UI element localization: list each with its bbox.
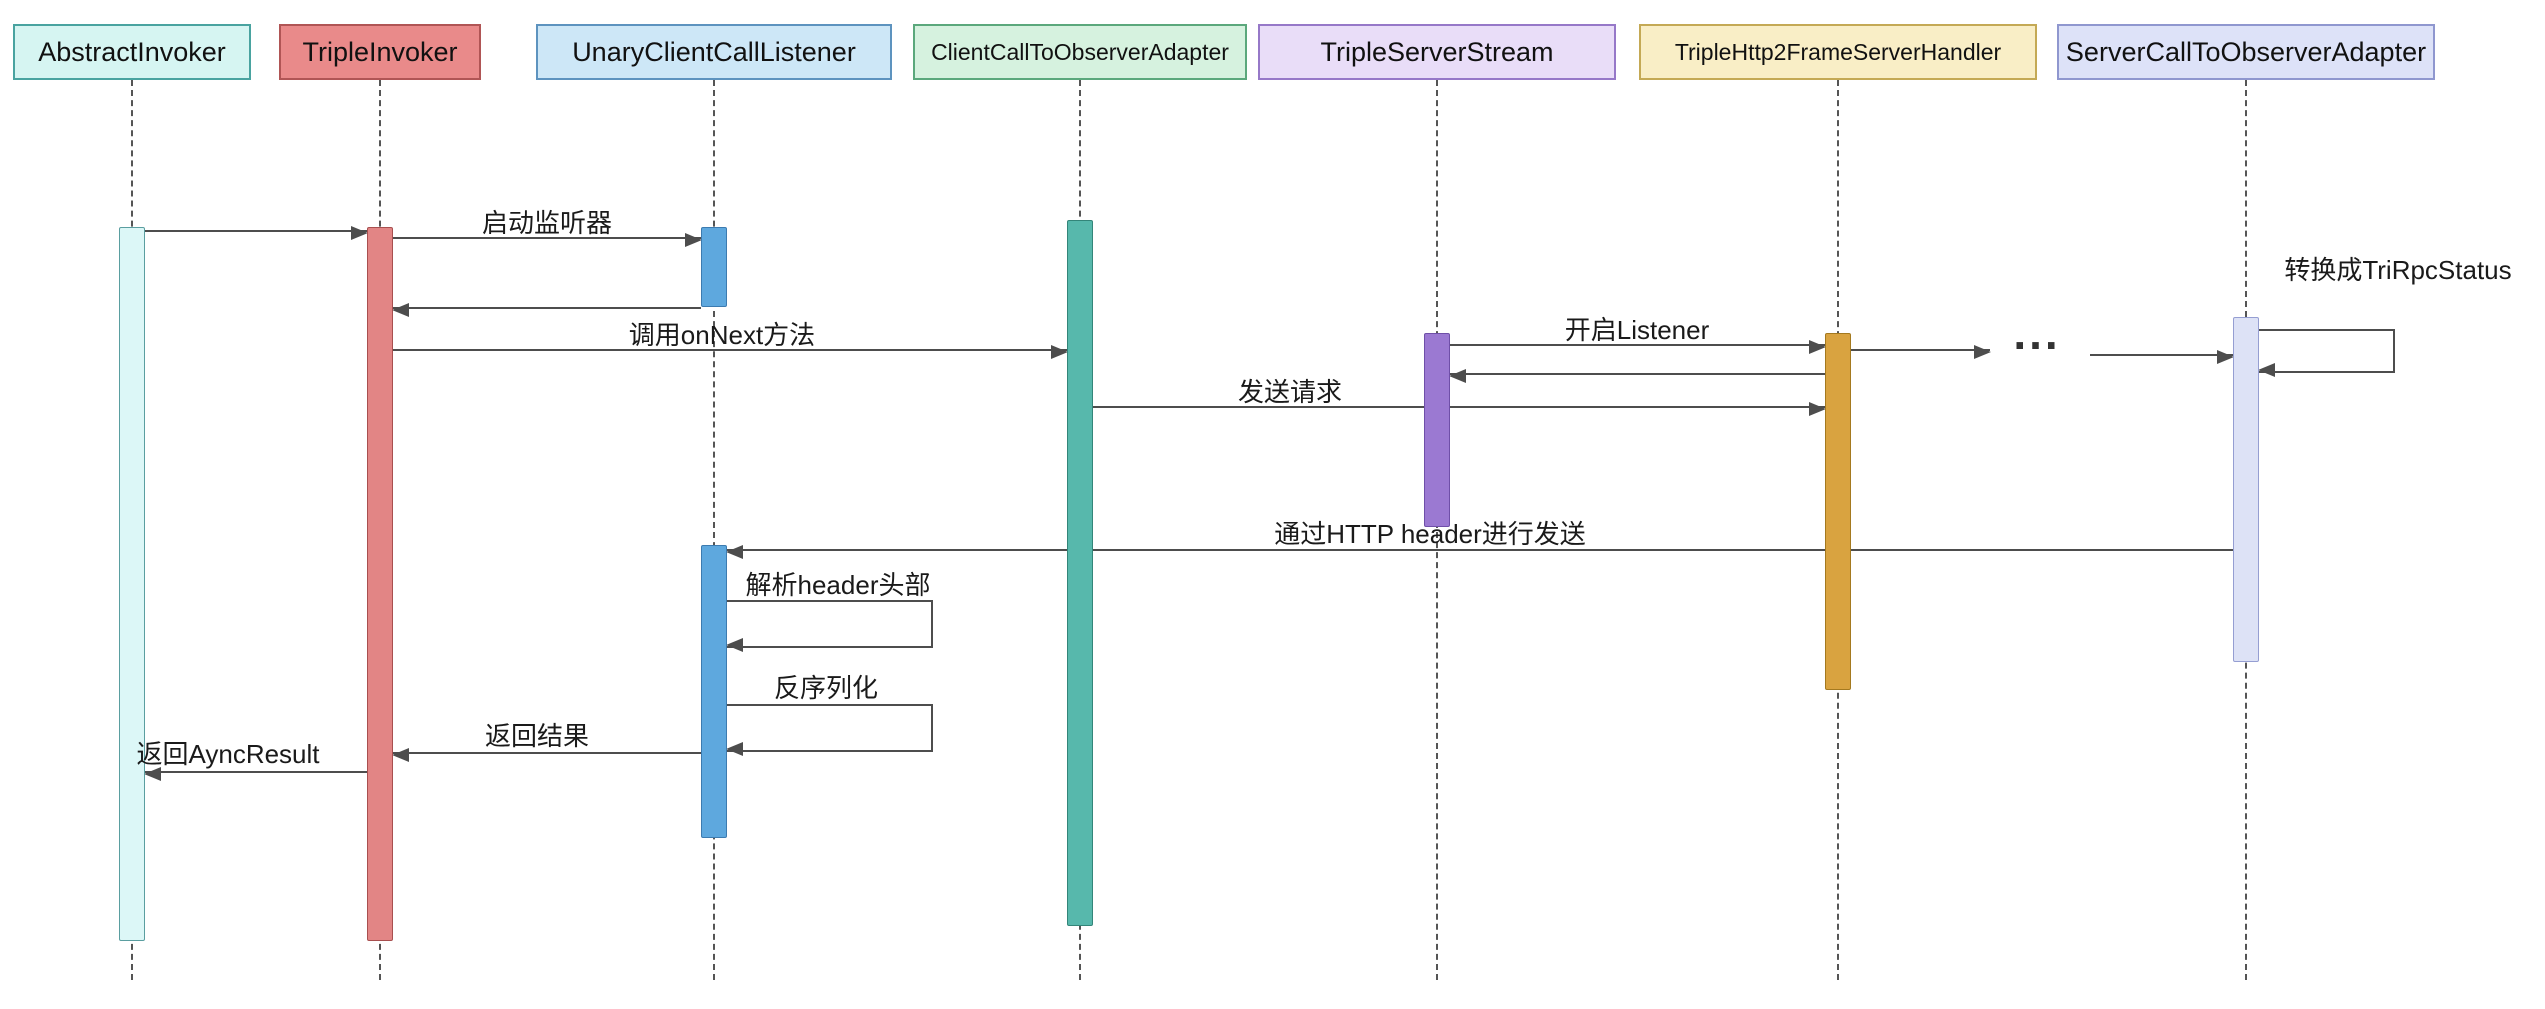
message-arrow-call-onnext bbox=[393, 344, 1068, 359]
arrowhead-icon bbox=[2217, 349, 2234, 364]
message-label-deserialize: 反序列化 bbox=[773, 673, 879, 703]
message-label-return-result: 返回结果 bbox=[484, 721, 590, 751]
lifeline-unary-client-call-listener bbox=[713, 80, 715, 980]
message-arrow-handler-return bbox=[1449, 368, 1825, 383]
arrowhead-icon bbox=[392, 302, 409, 317]
activation-triple-http2-frame-server-handler bbox=[1825, 333, 1851, 690]
arrowhead-icon bbox=[392, 747, 409, 762]
participant-triple-invoker: TripleInvoker bbox=[279, 24, 481, 80]
message-arrow-from-omitted bbox=[2090, 349, 2234, 364]
arrowhead-icon bbox=[1449, 368, 1466, 383]
participant-label: TripleServerStream bbox=[1320, 36, 1554, 67]
message-arrow-to-omitted bbox=[1851, 344, 1991, 359]
participant-server-call-to-observer-adapter: ServerCallToObserverAdapter bbox=[2057, 24, 2435, 80]
participant-abstract-invoker: AbstractInvoker bbox=[13, 24, 251, 80]
activation-triple-server-stream bbox=[1424, 333, 1450, 527]
self-message-loop-deserialize bbox=[726, 704, 933, 756]
participant-triple-http2-frame-server-handler: TripleHttp2FrameServerHandler bbox=[1639, 24, 2037, 80]
arrowhead-icon bbox=[2258, 363, 2275, 377]
arrowhead-icon bbox=[351, 225, 368, 240]
arrowhead-icon bbox=[1809, 339, 1826, 354]
message-arrow-start-listener bbox=[393, 232, 702, 247]
arrowhead-icon bbox=[726, 544, 743, 559]
activation-triple-invoker bbox=[367, 227, 393, 941]
message-arrow-invoke bbox=[145, 225, 368, 240]
message-label-send-request: 发送请求 bbox=[1237, 377, 1343, 407]
participant-label: TripleHttp2FrameServerHandler bbox=[1674, 38, 2002, 65]
self-message-loop-convert-status bbox=[2258, 329, 2395, 377]
message-label-parse-header: 解析header头部 bbox=[745, 570, 931, 600]
message-label-convert-status: 转换成TriRpcStatus bbox=[2284, 255, 2512, 285]
message-arrow-return-async-result bbox=[144, 766, 367, 781]
participant-label: AbstractInvoker bbox=[38, 36, 226, 67]
arrowhead-icon bbox=[1809, 401, 1826, 416]
arrowhead-icon bbox=[685, 232, 702, 247]
arrowhead-icon bbox=[726, 742, 743, 756]
message-label-return-async-result: 返回AyncResult bbox=[136, 739, 320, 769]
message-arrow-send-request bbox=[1093, 401, 1826, 416]
participant-client-call-to-observer-adapter: ClientCallToObserverAdapter bbox=[913, 24, 1247, 80]
activation-abstract-invoker bbox=[119, 227, 145, 941]
message-label-http-header-send: 通过HTTP header进行发送 bbox=[1274, 519, 1586, 549]
arrowhead-icon bbox=[1051, 344, 1068, 359]
participant-triple-server-stream: TripleServerStream bbox=[1258, 24, 1616, 80]
omitted-participants-ellipsis: ... bbox=[2013, 307, 2061, 359]
participant-unary-client-call-listener: UnaryClientCallListener bbox=[536, 24, 892, 80]
message-arrow-return-result bbox=[392, 747, 701, 762]
lifeline-triple-server-stream bbox=[1436, 80, 1438, 980]
activation-unary-client-call-listener-2 bbox=[701, 545, 727, 838]
message-label-call-onnext: 调用onNext方法 bbox=[628, 320, 816, 350]
participant-label: ServerCallToObserverAdapter bbox=[2065, 36, 2427, 67]
message-label-start-listener: 启动监听器 bbox=[481, 208, 613, 238]
arrowhead-icon bbox=[1974, 344, 1991, 359]
message-arrow-http-header-send bbox=[726, 544, 2233, 559]
participant-label: TripleInvoker bbox=[302, 36, 458, 67]
participant-label: UnaryClientCallListener bbox=[572, 36, 856, 67]
activation-client-call-to-observer-adapter bbox=[1067, 220, 1093, 926]
message-arrow-listener-return bbox=[392, 302, 701, 317]
arrowhead-icon bbox=[144, 766, 161, 781]
message-label-open-listener: 开启Listener bbox=[1564, 315, 1710, 345]
message-arrow-open-listener bbox=[1450, 339, 1826, 354]
activation-server-call-to-observer-adapter bbox=[2233, 317, 2259, 662]
participant-label: ClientCallToObserverAdapter bbox=[931, 38, 1229, 65]
activation-unary-client-call-listener-1 bbox=[701, 227, 727, 307]
arrowhead-icon bbox=[726, 638, 743, 652]
self-message-loop-parse-header bbox=[726, 600, 933, 652]
